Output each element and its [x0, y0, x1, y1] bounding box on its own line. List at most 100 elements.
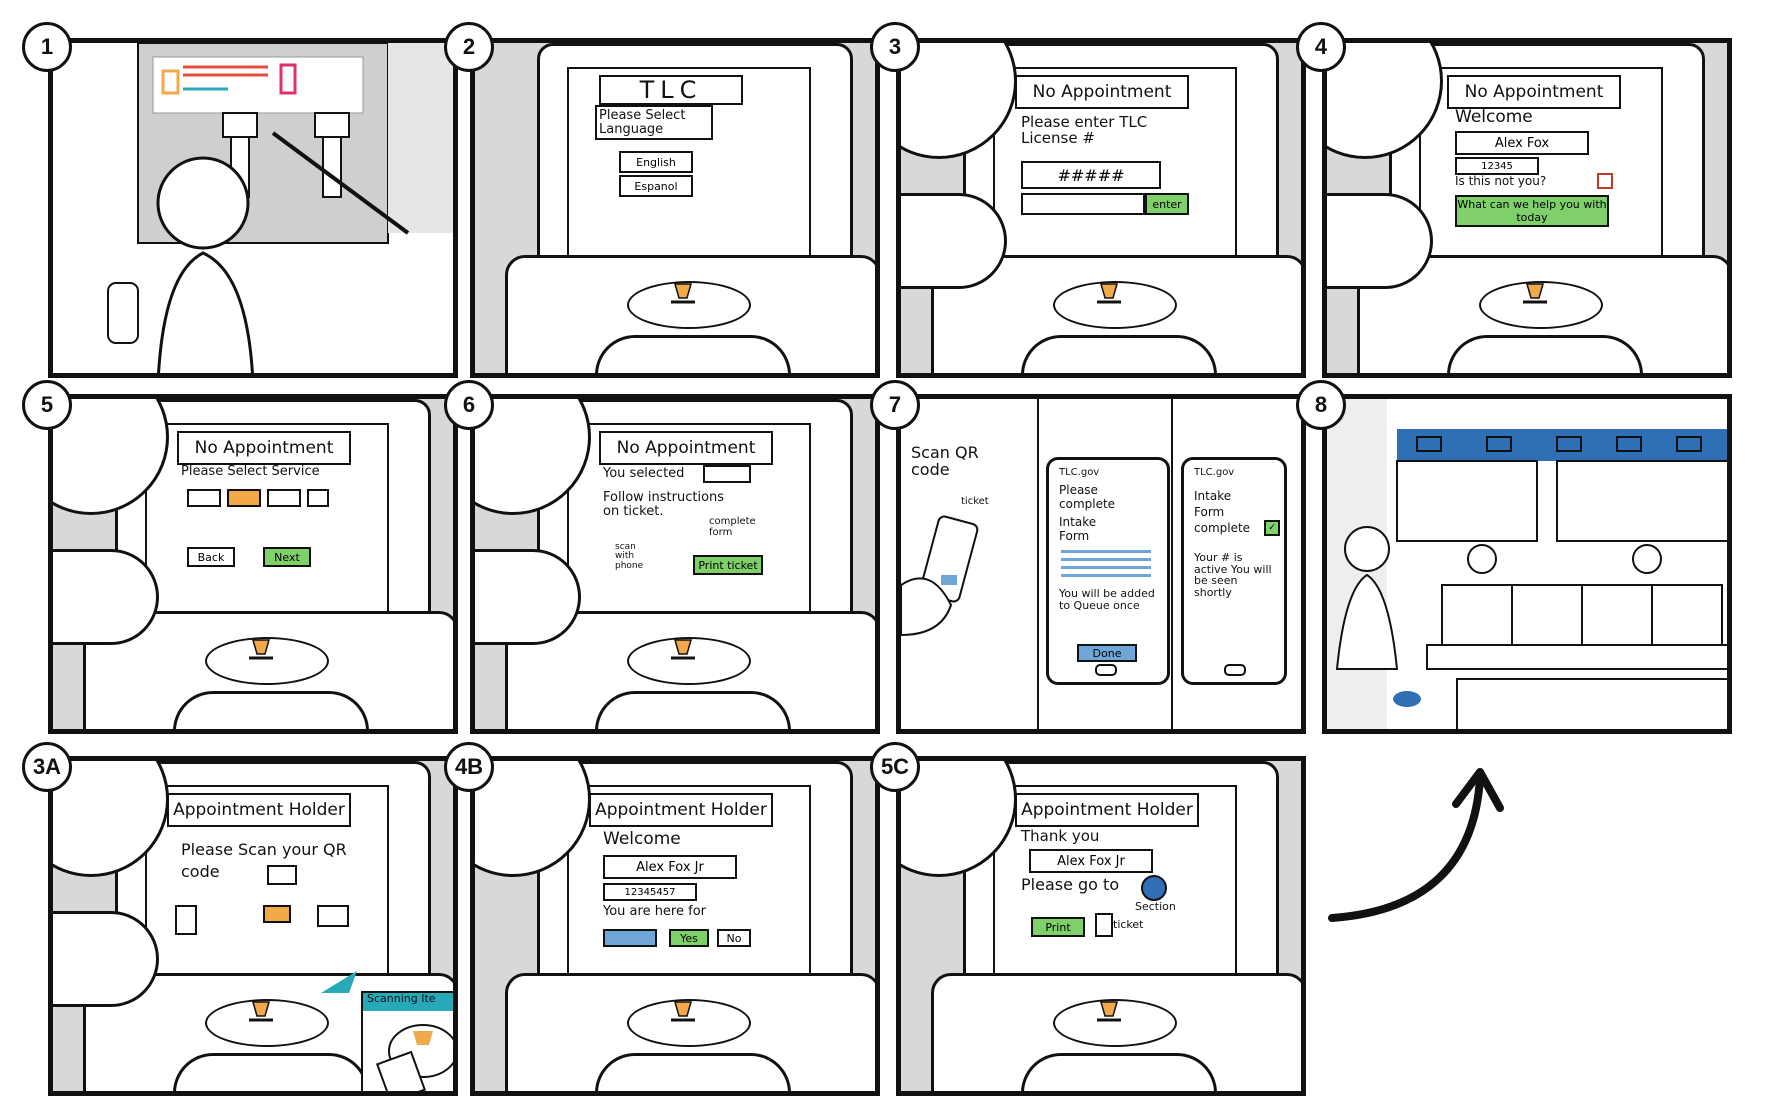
screen-title: No Appointment — [599, 431, 773, 465]
service-option[interactable] — [187, 489, 221, 507]
phone-header: TLC.gov — [1194, 467, 1235, 478]
name-field[interactable]: Alex Fox — [1455, 131, 1589, 155]
scan-illustration — [375, 1024, 453, 1091]
kiosk-screen: Appointment Holder Thank you Alex Fox Jr… — [993, 785, 1237, 979]
screen-title: Appointment Holder — [589, 793, 773, 827]
print-button[interactable]: Print — [1031, 917, 1085, 937]
enter-button[interactable]: enter — [1145, 193, 1189, 215]
phone-header: TLC.gov — [1059, 467, 1100, 478]
service-option[interactable] — [227, 489, 261, 507]
next-button[interactable]: Next — [263, 547, 311, 567]
phone-line: Intake — [1059, 515, 1097, 529]
goto-text: Please go to — [1021, 875, 1120, 894]
office-scene — [107, 43, 453, 373]
license-input[interactable]: ##### — [1021, 161, 1161, 189]
scanner-light-icon — [1097, 1001, 1121, 1022]
ticket-icon — [1095, 913, 1113, 937]
welcome-text: Welcome — [603, 829, 681, 849]
pointing-hand — [475, 549, 581, 645]
scanner-light-icon — [671, 639, 695, 660]
scanner-light-icon — [671, 283, 695, 304]
yes-button[interactable]: Yes — [669, 929, 709, 947]
panel-badge: 5C — [870, 742, 920, 792]
no-button[interactable]: No — [717, 929, 751, 947]
scanner-light-icon — [671, 1001, 695, 1022]
pointing-hand — [53, 911, 159, 1007]
scanning-inset: Scanning Ite — [361, 991, 453, 1091]
panel-badge: 7 — [870, 380, 920, 430]
ticket-slot — [1447, 335, 1643, 373]
panel-2: TLC Please Select Language English Espan… — [470, 38, 880, 378]
panel-badge: 5 — [22, 380, 72, 430]
arrow-icon — [321, 971, 357, 993]
pointing-hand — [901, 193, 1007, 289]
kiosk-screen: No Appointment Please Select Service Bac… — [145, 423, 389, 617]
ticket-slot — [595, 1053, 791, 1091]
ticket-slot — [595, 335, 791, 373]
not-you-text: Is this not you? — [1455, 174, 1547, 188]
scanner-light-icon — [1097, 283, 1121, 304]
prompt-text: Please enter TLC License # — [1021, 113, 1148, 147]
back-button[interactable]: Back — [187, 547, 235, 567]
name-field[interactable]: Alex Fox Jr — [1029, 849, 1153, 873]
panel-badge: 4B — [444, 742, 494, 792]
ticket-text: ticket — [1113, 918, 1144, 931]
scan-text: scan with phone — [615, 542, 644, 571]
name-field[interactable]: Alex Fox Jr — [603, 855, 737, 879]
prompt-text: Please Scan your QR code — [181, 840, 347, 882]
panel-badge: 1 — [22, 22, 72, 72]
monitor-icon — [317, 905, 349, 927]
service-option[interactable] — [267, 489, 301, 507]
phone-tail: Your # is active You will be seen shortl… — [1194, 551, 1272, 599]
phone-tail: You will be added to Queue once — [1059, 587, 1155, 612]
panel-badge: 6 — [444, 380, 494, 430]
scanner-icon — [263, 905, 291, 923]
phone-line: Form — [1059, 529, 1090, 543]
espanol-button[interactable]: Espanol — [619, 175, 693, 197]
kiosk-screen: Appointment Holder Please Scan your QR c… — [145, 785, 389, 979]
number-field[interactable]: 12345 — [1455, 157, 1539, 175]
phone-in-hand — [901, 515, 979, 637]
service-option[interactable] — [307, 489, 329, 507]
panel-5c: Appointment Holder Thank you Alex Fox Jr… — [896, 756, 1306, 1096]
panel-8 — [1322, 394, 1732, 734]
keypad[interactable] — [1021, 193, 1145, 215]
phone-line: Please — [1059, 483, 1098, 497]
done-button[interactable]: Done — [1077, 644, 1137, 662]
help-field[interactable]: What can we help you with today — [1455, 195, 1609, 227]
panel-badge: 3 — [870, 22, 920, 72]
welcome-text: Welcome — [1455, 107, 1533, 127]
curved-arrow-icon — [1328, 768, 1504, 922]
phone-line: complete — [1059, 497, 1116, 511]
not-you-checkbox[interactable] — [1597, 173, 1613, 189]
ticket-slot — [1021, 1053, 1217, 1091]
inset-label: Scanning Ite — [363, 993, 453, 1011]
phone-line: complete — [1194, 521, 1251, 535]
pointing-hand — [53, 549, 159, 645]
panel-7: Scan QR code ticket TLC.gov Please compl… — [896, 394, 1306, 734]
kiosk-screen: TLC Please Select Language English Espan… — [567, 67, 811, 261]
panel-5: No Appointment Please Select Service Bac… — [48, 394, 458, 734]
thanks-text: Thank you — [1021, 827, 1100, 845]
number-field[interactable]: 12345457 — [603, 883, 697, 901]
here-for-text: You are here for — [603, 904, 706, 919]
waiting-room-scene — [1327, 399, 1727, 729]
pointing-hand — [1327, 193, 1433, 289]
scanner-light-icon — [249, 639, 273, 660]
ticket-slot — [173, 691, 369, 729]
print-ticket-button[interactable]: Print ticket — [693, 555, 763, 575]
panel-badge: 4 — [1296, 22, 1346, 72]
scan-qr-text: Scan QR code — [911, 443, 979, 479]
panel-badge: 2 — [444, 22, 494, 72]
scanner-bowl — [1479, 281, 1603, 329]
english-button[interactable]: English — [619, 151, 693, 173]
complete-text: complete form — [709, 516, 756, 538]
kiosk-screen: No Appointment Welcome Alex Fox 12345 Is… — [1419, 67, 1663, 261]
selected-text: You selected — [603, 466, 685, 481]
qr-code-icon — [267, 865, 297, 885]
scanner-light-icon — [1523, 283, 1547, 304]
panel-6: No Appointment You selected Follow instr… — [470, 394, 880, 734]
kiosk-screen: No Appointment You selected Follow instr… — [567, 423, 811, 617]
phone-icon — [175, 905, 197, 935]
section-dot-icon — [1141, 875, 1167, 901]
